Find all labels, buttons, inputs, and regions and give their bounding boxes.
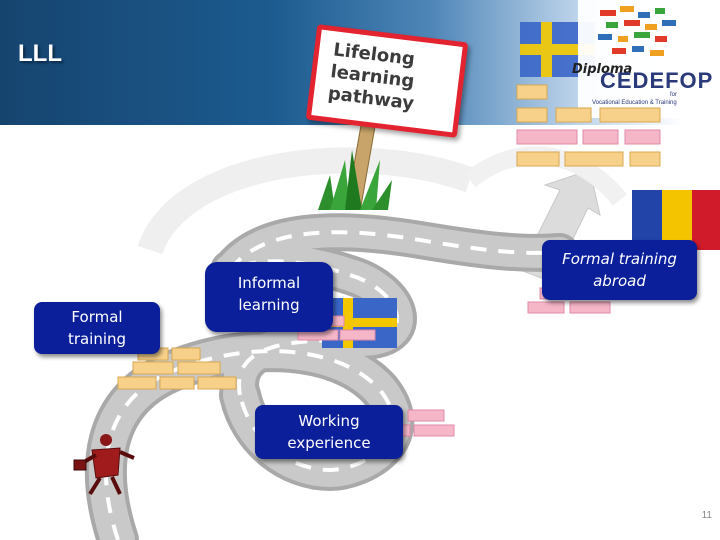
logo-subtitle-line-1: for bbox=[670, 92, 678, 98]
page-number: 11 bbox=[701, 510, 712, 521]
grass-tuft bbox=[318, 150, 392, 210]
slide-title: LLL bbox=[18, 40, 62, 67]
formal-training-line-2: training bbox=[67, 330, 127, 348]
formal-training-line-1: Formal bbox=[71, 308, 123, 326]
formal-training-abroad-line-2: abroad bbox=[593, 272, 646, 290]
informal-learning-line-2: learning bbox=[238, 296, 300, 314]
informal-learning-box: Informal learning bbox=[205, 262, 333, 332]
winding-road bbox=[84, 213, 579, 540]
background-road-arc bbox=[137, 147, 475, 255]
working-experience-box: Working experience bbox=[255, 405, 403, 459]
formal-training-box: Formal training bbox=[34, 302, 160, 354]
diploma-label: Diploma bbox=[572, 62, 633, 77]
formal-training-abroad-line-1: Formal training bbox=[562, 250, 677, 268]
working-experience-line-2: experience bbox=[287, 434, 371, 452]
formal-training-abroad-box: Formal training abroad bbox=[542, 240, 697, 300]
working-experience-line-1: Working bbox=[298, 412, 360, 430]
logo-wordmark: CEDEFOP bbox=[600, 68, 714, 93]
diploma-bricks bbox=[516, 84, 661, 167]
logo-panel bbox=[578, 0, 720, 118]
lifelong-learning-sign: Lifelong learning pathway bbox=[305, 24, 469, 138]
logo-subtitle-line-2: Vocational Education & Training bbox=[592, 100, 677, 106]
informal-learning-line-1: Informal bbox=[237, 274, 301, 292]
logo-mosaic bbox=[598, 6, 676, 56]
walking-person-figure bbox=[73, 434, 135, 496]
